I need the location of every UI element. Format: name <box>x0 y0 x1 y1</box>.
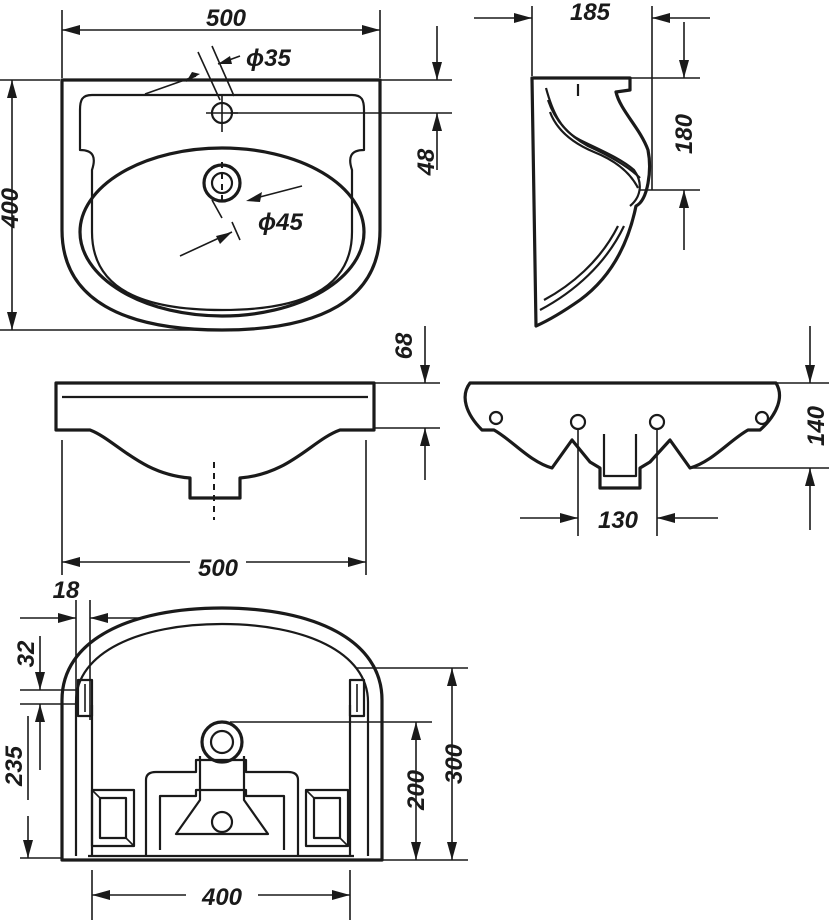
front-view <box>54 381 376 520</box>
dim-top-depth: 400 <box>0 187 24 229</box>
dim-overall-height: 300 <box>441 743 468 784</box>
dim-bracket-height: 235 <box>1 745 28 787</box>
dim-back-height: 140 <box>803 405 829 446</box>
dim-side-height: 180 <box>671 113 698 154</box>
dim-top-width: 500 <box>206 5 247 32</box>
back-view-dimensions: 140 130 <box>520 326 829 536</box>
side-view-dimensions: 185 180 <box>474 0 710 250</box>
dim-tap-hole: ϕ35 <box>246 45 292 72</box>
front-view-dimensions: 68 500 <box>61 326 440 582</box>
dim-rim-to-tap: 48 <box>413 148 440 176</box>
dim-offset-top: 32 <box>13 640 40 667</box>
side-view <box>530 76 652 328</box>
dim-front-width: 500 <box>198 555 239 582</box>
bottom-view-dimensions: 18 32 235 200 300 400 <box>1 577 468 920</box>
dim-side-depth: 185 <box>570 0 611 26</box>
dim-waste-height: 200 <box>403 769 430 811</box>
dim-bracket-spacing: 400 <box>201 884 243 911</box>
dim-front-rim: 68 <box>391 332 418 359</box>
top-view <box>60 45 382 332</box>
back-view <box>463 381 782 490</box>
dim-waste-hole: ϕ45 <box>258 209 304 236</box>
dim-offset-side: 18 <box>53 577 80 604</box>
dim-hole-spacing: 130 <box>598 507 639 534</box>
top-view-dimensions: 500 400 ϕ35 ϕ45 48 <box>0 5 452 331</box>
bottom-view <box>60 606 384 862</box>
